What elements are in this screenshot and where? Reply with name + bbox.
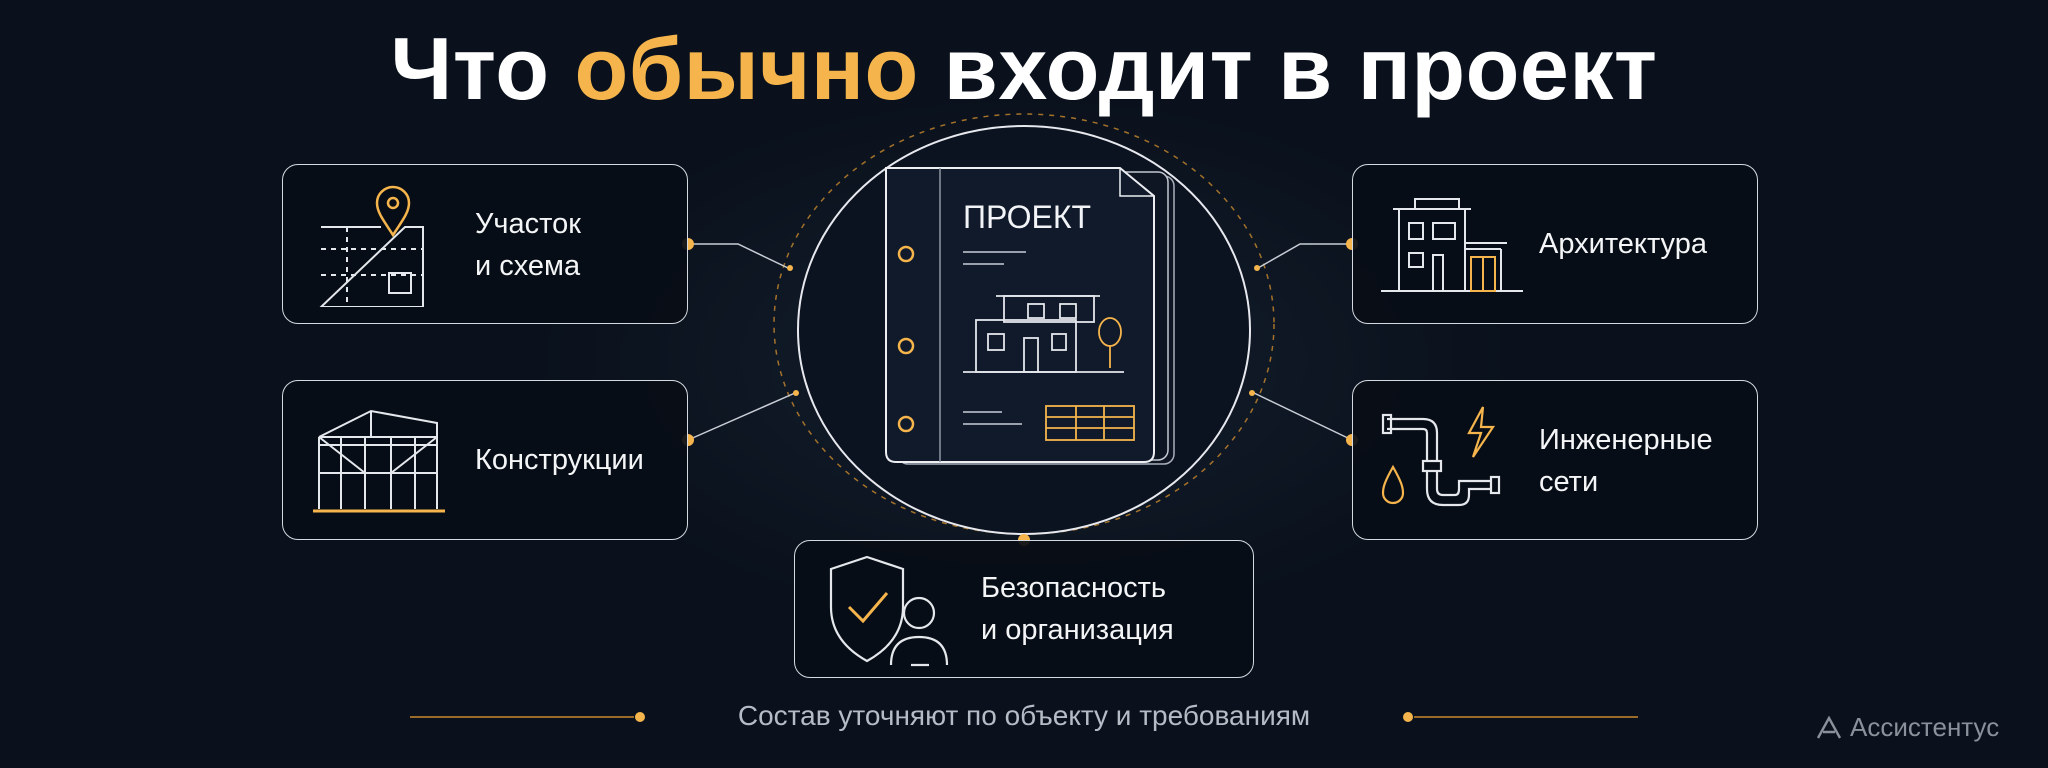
- project-document-icon: [885, 167, 1175, 465]
- title-part-1: Что: [390, 19, 575, 118]
- brand-logo-icon: [1816, 715, 1842, 739]
- ring-dot-4: [1249, 390, 1255, 396]
- pipes-icon: [1381, 406, 1501, 507]
- connector-structures: [687, 392, 796, 441]
- card-structures-label: Конструкции: [475, 444, 644, 476]
- site-plan-icon: [319, 185, 424, 307]
- card-utilities: Инженерные сети: [1352, 380, 1758, 540]
- connector-utilities: [1253, 392, 1353, 441]
- brand: Ассистентус: [1816, 712, 1999, 743]
- connector-architecture: [1257, 243, 1352, 269]
- title-part-2: входит в проект: [918, 19, 1658, 118]
- card-safety-label: Безопасность и организация: [981, 572, 1174, 646]
- ring-dot-2: [793, 390, 799, 396]
- house-facade-icon: [1381, 198, 1523, 292]
- outer-dashed-ring: [773, 113, 1275, 535]
- card-utilities-label: Инженерные сети: [1539, 424, 1713, 498]
- shield-person-icon: [829, 555, 949, 667]
- card-architecture-label: Архитектура: [1539, 228, 1707, 260]
- page-title: Что обычно входит в проект: [0, 18, 2048, 120]
- card-safety: Безопасность и организация: [794, 540, 1254, 678]
- card-site-plan: Участок и схема: [282, 164, 688, 324]
- ring-dot-1: [787, 265, 793, 271]
- footer-note: Состав уточняют по объекту и требованиям: [737, 700, 1311, 731]
- doc-label: ПРОЕКТ: [963, 199, 1091, 235]
- ring-dot-3: [1254, 265, 1260, 271]
- card-site-label: Участок и схема: [475, 208, 581, 282]
- brand-name: Ассистентус: [1850, 712, 2000, 742]
- card-architecture: Архитектура: [1352, 164, 1758, 324]
- title-accent: обычно: [574, 19, 919, 118]
- connector-site: [688, 243, 789, 269]
- building-frame-icon: [313, 409, 445, 513]
- card-structures: Конструкции: [282, 380, 688, 540]
